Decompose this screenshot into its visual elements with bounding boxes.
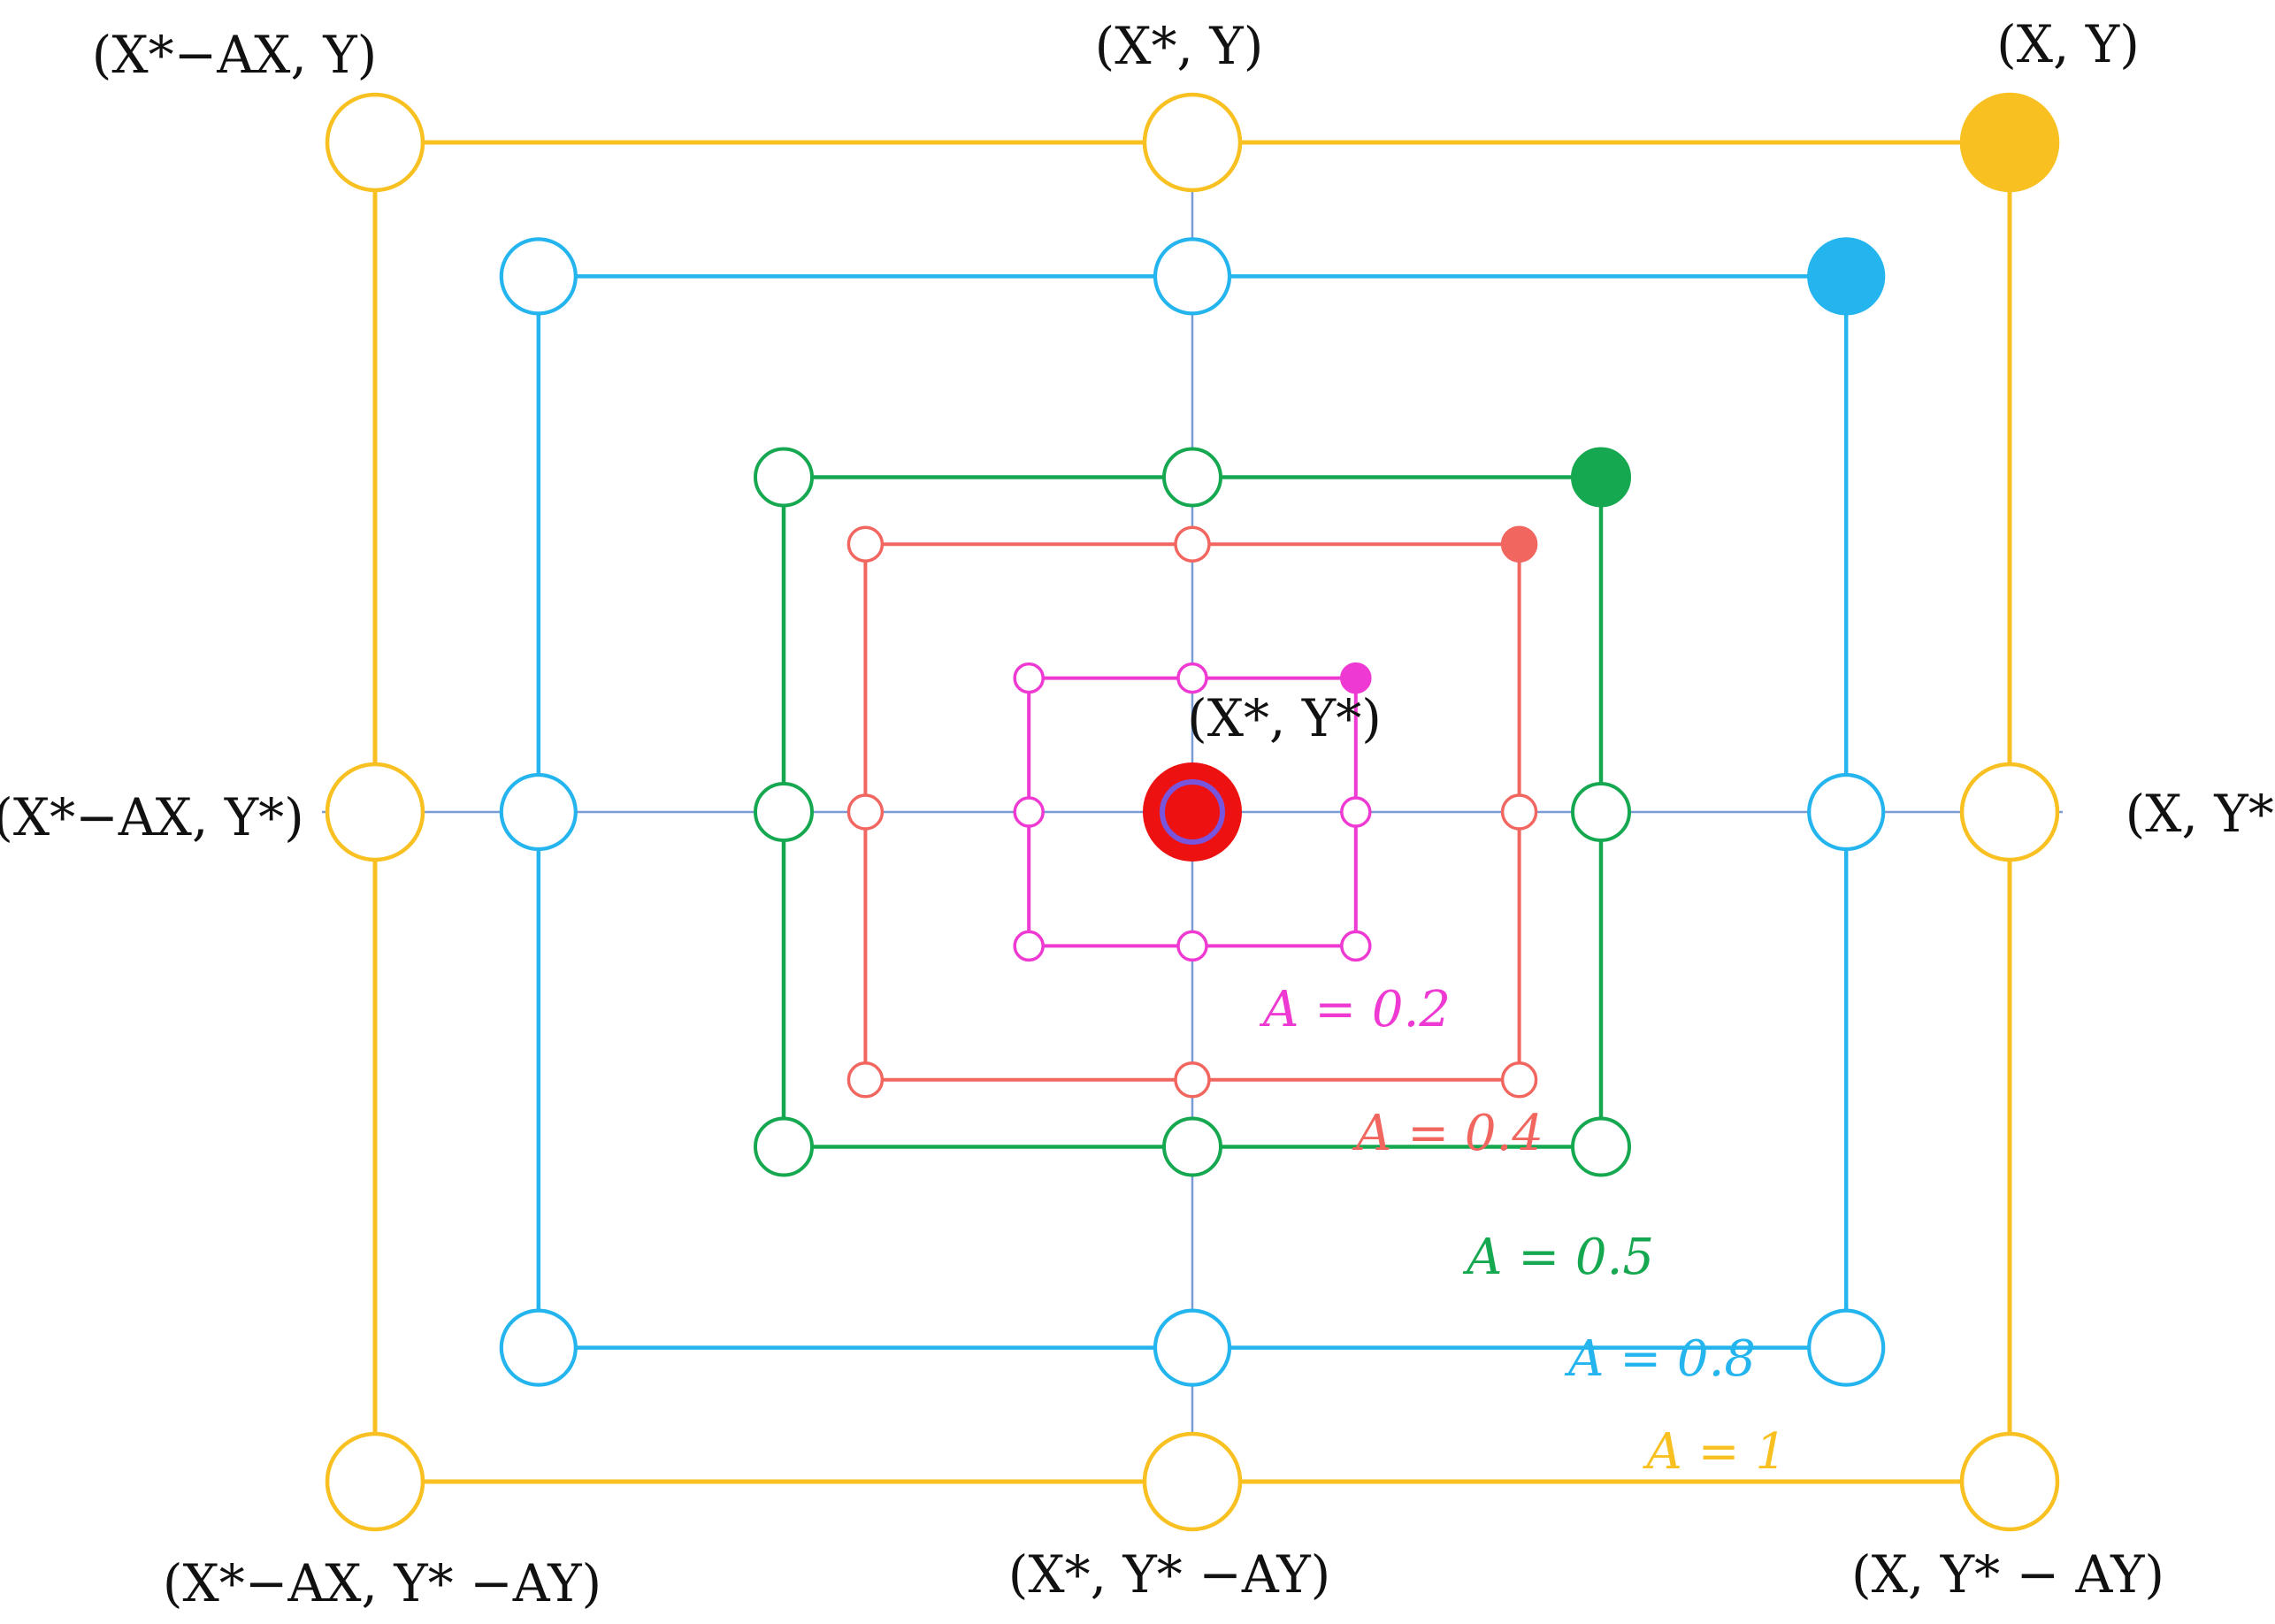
a-label-1: A = 1 bbox=[1642, 1423, 1787, 1481]
square-a0_5-node-middle-right bbox=[1571, 782, 1631, 842]
center-point bbox=[1143, 762, 1242, 862]
label-middle-left: (X*−AX, Y*) bbox=[0, 787, 304, 847]
a-label-0-8: A = 0.8 bbox=[1564, 1330, 1756, 1388]
position-labels: (X*−AX, Y) (X*, Y) (X, Y) (X*−AX, Y*) (X… bbox=[0, 14, 2275, 1613]
square-a0_5-node-bottom-right bbox=[1571, 1116, 1631, 1177]
a-label-0-5: A = 0.5 bbox=[1462, 1229, 1654, 1286]
square-a0_8 bbox=[499, 237, 1886, 1387]
square-a1-node-top-right-filled bbox=[1959, 92, 2060, 193]
square-a0_4-node-bottom-left bbox=[846, 1061, 885, 1099]
square-a0_2-node-top-right-filled bbox=[1340, 662, 1372, 694]
square-a0_8-node-top-center bbox=[1153, 237, 1232, 316]
square-a0_4-node-bottom-right bbox=[1500, 1061, 1538, 1099]
label-bottom-center: (X*, Y* −AY) bbox=[1008, 1544, 1331, 1605]
square-a0_5 bbox=[754, 447, 1631, 1177]
a-value-labels: A = 1 A = 0.8 A = 0.5 A = 0.4 A = 0.2 bbox=[1259, 981, 1787, 1481]
square-a0_5-node-top-right-filled bbox=[1571, 447, 1631, 508]
square-a0_8-node-bottom-right bbox=[1807, 1308, 1886, 1387]
a-label-0-4: A = 0.4 bbox=[1352, 1105, 1543, 1162]
square-a0_8-node-middle-left bbox=[499, 772, 578, 852]
square-a0_4-node-top-right-filled bbox=[1500, 525, 1538, 563]
square-a0_2-node-bottom-center bbox=[1176, 930, 1208, 962]
square-a0_5-node-bottom-left bbox=[754, 1116, 814, 1177]
square-a0_8-node-bottom-center bbox=[1153, 1308, 1232, 1387]
square-a0_8-node-top-right-filled bbox=[1807, 237, 1886, 316]
label-middle-right: (X, Y*) bbox=[2126, 784, 2275, 844]
square-a0_2-node-bottom-right bbox=[1340, 930, 1372, 962]
square-a0_2-node-middle-left bbox=[1013, 796, 1045, 828]
square-a0_5-node-middle-left bbox=[754, 782, 814, 842]
square-a0_5-node-top-center bbox=[1162, 447, 1222, 508]
square-a1-node-bottom-center bbox=[1142, 1431, 1243, 1532]
square-a0_4-node-bottom-center bbox=[1174, 1061, 1211, 1099]
label-top-right: (X, Y) bbox=[1996, 14, 2140, 74]
square-a0_5-node-top-left bbox=[754, 447, 814, 508]
square-a0_8-node-top-left bbox=[499, 237, 578, 316]
square-a0_4 bbox=[846, 525, 1538, 1099]
square-a0_8-node-middle-right bbox=[1807, 772, 1886, 852]
square-a0_5-node-bottom-center bbox=[1162, 1116, 1222, 1177]
square-a0_4-node-top-left bbox=[846, 525, 885, 563]
center-point-marker bbox=[1143, 762, 1242, 862]
square-a1-node-middle-left bbox=[325, 762, 425, 862]
square-a0_2-node-top-center bbox=[1176, 662, 1208, 694]
square-a1-node-bottom-left bbox=[325, 1431, 425, 1532]
center-point-ring bbox=[1160, 779, 1225, 845]
label-top-left: (X*−AX, Y) bbox=[92, 25, 377, 85]
square-a1 bbox=[325, 92, 2060, 1532]
square-a0_8-node-bottom-left bbox=[499, 1308, 578, 1387]
squares-group bbox=[325, 92, 2060, 1532]
square-a1-node-middle-right bbox=[1959, 762, 2060, 862]
label-center: (X*, Y*) bbox=[1187, 688, 1382, 748]
square-a1-node-top-center bbox=[1142, 92, 1243, 193]
square-a1-node-bottom-right bbox=[1959, 1431, 2060, 1532]
square-a0_2-node-bottom-left bbox=[1013, 930, 1045, 962]
square-a0_4-node-middle-left bbox=[846, 793, 885, 831]
label-bottom-right: (X, Y* − AY) bbox=[1851, 1544, 2164, 1605]
a-label-0-2: A = 0.2 bbox=[1259, 981, 1451, 1038]
label-bottom-left: (X*−AX, Y* −AY) bbox=[163, 1553, 601, 1613]
square-a0_4-node-middle-right bbox=[1500, 793, 1538, 831]
square-a0_4-node-top-center bbox=[1174, 525, 1211, 563]
square-a1-node-top-left bbox=[325, 92, 425, 193]
square-a0_2-node-middle-right bbox=[1340, 796, 1372, 828]
square-a0_2-node-top-left bbox=[1013, 662, 1045, 694]
square-a0_2 bbox=[1013, 662, 1372, 962]
label-top-center: (X*, Y) bbox=[1095, 16, 1264, 76]
